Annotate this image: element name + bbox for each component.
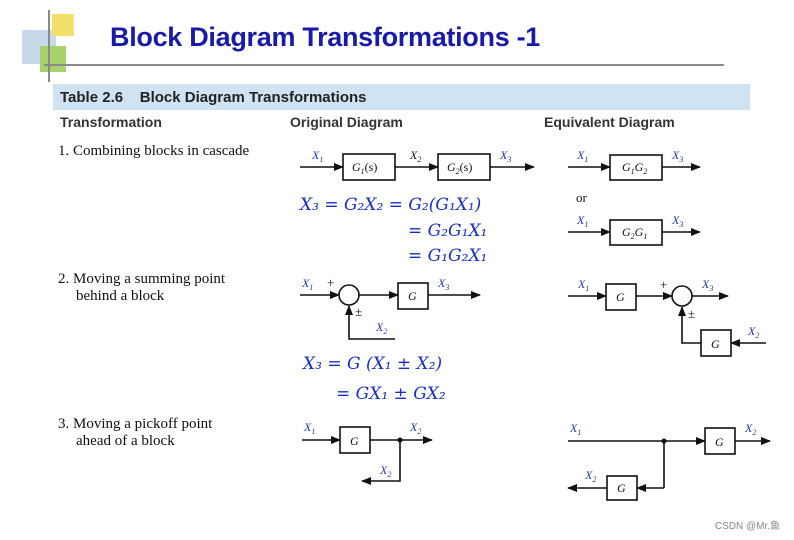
r3-orig-x1-label: X1 [303,420,315,436]
r1-orig-x2-label: X2 [409,148,421,164]
r2-eq-summing-junction [671,285,693,307]
row-2-label-line1: 2. Moving a summing point [58,271,226,287]
r3-eq-block-g [704,427,736,455]
r2-orig-pm-sign: ± [355,304,362,319]
row-2-label-line2: behind a block [76,288,165,304]
r1-block-g1g2-label: G1G2 [622,160,647,176]
column-header-equivalent: Equivalent Diagram [544,114,675,130]
table-caption: Table 2.6 Block Diagram Transformations [60,89,367,106]
r1-eq-b-x1-label: X1 [576,213,588,229]
r3-eq-x2-top-label: X2 [744,421,756,437]
r2-orig-x2-path [345,305,395,340]
row-3-label-line2: ahead of a block [76,433,175,449]
eq1-line1: X₃ = G₂X₂ = G₂(G₁X₁) [298,195,481,215]
or-label: or [576,190,588,205]
row-3-label-line1: 3. Moving a pickoff point [58,416,213,432]
page-title: Block Diagram Transformations -1 [110,22,541,52]
r2-eq-feedback-path [678,306,701,344]
corner-vertical-line [48,10,50,82]
r2-eq-x2-label: X2 [747,324,759,340]
corner-decoration-green [40,46,66,72]
r2-orig-summing-junction [338,284,360,306]
r3-eq-block-g2-label: G [617,481,626,495]
r1-block-g2g1-label: G2G1 [622,225,647,241]
r3-orig-block-g [339,426,371,454]
r3-orig-x2-bottom-label: X2 [379,463,391,479]
eq1-line2: = G₂G₁X₁ [408,221,487,241]
column-header-transformation: Transformation [60,114,162,130]
r2-orig-x1-label: X1 [301,276,313,292]
r2-orig-plus-sign: + [327,275,334,290]
r1-eq-b-x3-label: X3 [671,213,683,229]
r3-eq-x1-label: X1 [569,421,581,437]
r3-orig-pickoff-path [361,440,401,485]
r1-block-g2-label: G2(s) [447,160,472,176]
r2-eq-block-g2-label: G [711,337,720,351]
r1-block-g1 [342,153,396,181]
r1-eq-a-x3-label: X3 [671,148,683,164]
eq1-line3: = G₁G₂X₁ [408,246,487,266]
corner-decoration-yellow [52,14,74,36]
r1-block-g2g1 [609,219,663,246]
r1-eq-a-x1-label: X1 [576,148,588,164]
r3-orig-block-g-label: G [350,434,359,448]
r3-orig-pickoff-dot [397,437,403,443]
r2-eq-block-g2 [700,329,732,357]
r1-block-g1-label: G1(s) [352,160,377,176]
r2-orig-block-g-label: G [408,289,417,303]
row-1-label: 1. Combining blocks in cascade [58,143,249,160]
title-underline [44,64,724,66]
r3-eq-block-g2 [606,475,638,501]
r3-orig-x2-top-label: X2 [409,420,421,436]
column-header-original: Original Diagram [290,114,403,130]
r1-orig-x3-label: X3 [499,148,511,164]
r3-eq-block-g-label: G [715,435,724,449]
row-3-label: 3. Moving a pickoff point ahead of a blo… [58,416,212,450]
row-2-label: 2. Moving a summing point behind a block [58,271,225,305]
footer-watermark: CSDN @Mr.鱼 [714,521,780,532]
row-1-label-line1: 1. Combining blocks in cascade [58,143,250,159]
r3-eq-pickoff-dot [661,438,667,444]
r2-eq-pm-sign: ± [688,306,695,321]
r2-eq-block-g-label: G [616,290,625,304]
eq2-line1: X₃ = G (X₁ ± X₂) [301,354,442,374]
r2-orig-x2-label: X2 [375,320,387,336]
r2-eq-block-g [605,283,637,311]
r2-eq-x3-label: X3 [701,277,713,293]
r1-orig-x1-label: X1 [311,148,323,164]
table-header-band [53,84,750,110]
r2-eq-plus-sign: + [660,277,667,292]
r3-eq-x2-bottom-label: X2 [584,468,596,484]
eq2-line2: = GX₁ ± GX₂ [336,384,446,404]
r2-eq-x1-label: X1 [577,277,589,293]
r2-orig-x3-label: X3 [437,276,449,292]
r2-orig-block-g [397,282,429,310]
